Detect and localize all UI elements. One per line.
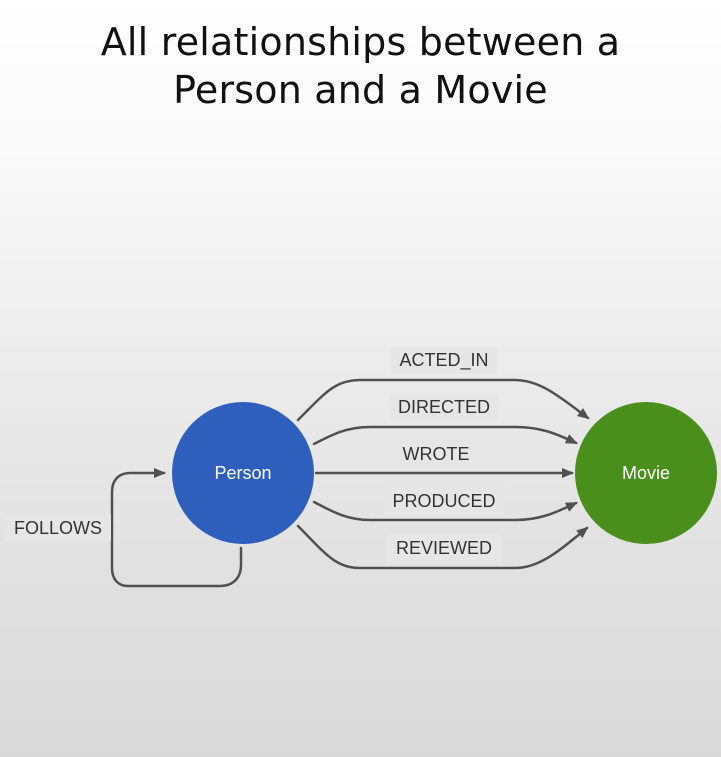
edge-directed[interactable] <box>312 425 578 446</box>
rel-label-follows: FOLLOWS <box>5 514 111 542</box>
edge-acted-in[interactable] <box>296 378 590 422</box>
rel-label-follows-text: FOLLOWS <box>14 518 102 538</box>
title-line-1: All relationships between a <box>100 20 621 64</box>
title-line-2: Person and a Movie <box>173 68 548 112</box>
edge-reviewed[interactable] <box>296 524 589 570</box>
movie-node[interactable]: Movie <box>575 402 717 544</box>
movie-node-label: Movie <box>622 463 670 483</box>
person-node-circle <box>172 402 314 544</box>
page-title: All relationships between a Person and a… <box>0 18 721 114</box>
person-node[interactable]: Person <box>172 402 314 544</box>
rel-label-reviewed-text: REVIEWED <box>396 538 492 558</box>
rel-label-acted-in: ACTED_IN <box>391 346 497 374</box>
edges <box>110 378 590 588</box>
rel-label-produced-text: PRODUCED <box>392 491 495 511</box>
rel-label-acted-in-text: ACTED_IN <box>399 350 488 371</box>
rel-label-wrote-text: WROTE <box>403 444 470 464</box>
rel-label-produced: PRODUCED <box>384 487 504 515</box>
edge-produced[interactable] <box>312 500 578 522</box>
movie-node-circle <box>575 402 717 544</box>
edge-follows[interactable] <box>110 468 243 588</box>
rel-label-directed-text: DIRECTED <box>398 397 490 417</box>
rel-label-wrote: WROTE <box>395 440 477 468</box>
relationship-labels: ACTED_IN DIRECTED WROTE PRODUCED REVIEWE… <box>5 346 504 562</box>
person-node-label: Person <box>214 463 271 483</box>
rel-label-reviewed: REVIEWED <box>386 534 502 562</box>
rel-label-directed: DIRECTED <box>390 393 498 421</box>
